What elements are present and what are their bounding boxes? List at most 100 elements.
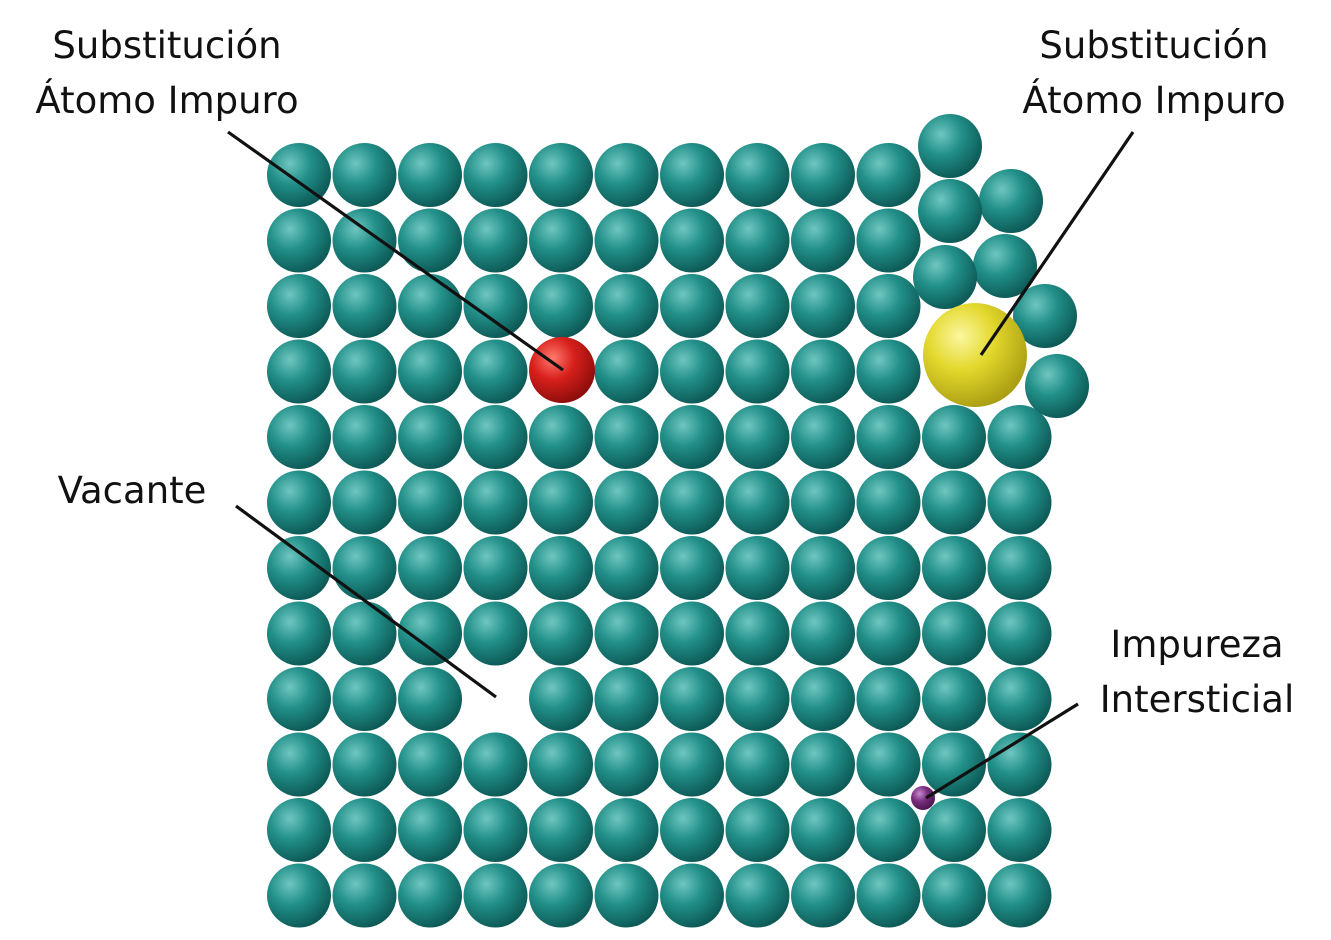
- host-atom: [529, 536, 593, 600]
- large-substitution-atom: [923, 303, 1027, 407]
- host-atom: [463, 339, 528, 404]
- host-atom: [725, 601, 790, 666]
- host-atom: [332, 339, 397, 404]
- host-atom: [594, 339, 659, 404]
- host-atom: [1025, 354, 1089, 418]
- leader-line-interstitial: [925, 702, 1079, 800]
- host-atom: [529, 208, 593, 273]
- host-atom: [332, 143, 397, 207]
- host-atom: [725, 536, 790, 600]
- host-atom: [332, 667, 397, 731]
- host-atom: [332, 405, 397, 469]
- label-large-substitution-line1: Substitución: [1039, 24, 1268, 67]
- host-atom: [856, 732, 921, 797]
- host-atom: [398, 798, 462, 862]
- host-atom: [791, 798, 855, 862]
- host-atom: [398, 470, 462, 535]
- interstitial-impurity-atom: [911, 786, 935, 810]
- host-atom: [398, 601, 462, 666]
- host-atom: [856, 143, 921, 207]
- host-atom: [725, 863, 790, 928]
- label-large-substitution-line2: Átomo Impuro: [1022, 78, 1285, 122]
- host-atom: [267, 667, 331, 731]
- label-small-substitution-line2: Átomo Impuro: [35, 78, 298, 122]
- host-atom: [267, 405, 331, 469]
- host-atom: [332, 274, 397, 338]
- host-atom: [463, 798, 528, 862]
- leader-line-vacancy: [235, 504, 497, 699]
- host-atom: [987, 798, 1052, 862]
- host-atom: [529, 667, 593, 731]
- leader-line-small-substitution: [227, 130, 564, 372]
- host-atom: [463, 405, 528, 469]
- host-atom: [660, 405, 724, 469]
- host-atom: [529, 863, 593, 928]
- host-atom: [594, 274, 659, 338]
- host-atom: [856, 470, 921, 535]
- host-atom: [856, 798, 921, 862]
- host-atom: [463, 470, 528, 535]
- host-atom: [267, 339, 331, 404]
- host-atom: [922, 601, 986, 666]
- host-atom: [791, 601, 855, 666]
- label-small-substitution-line1: Substitución: [52, 24, 281, 67]
- host-atom: [267, 143, 331, 207]
- host-atom: [267, 601, 331, 666]
- host-atom: [913, 245, 977, 309]
- host-atom: [332, 470, 397, 535]
- host-atom: [332, 208, 397, 273]
- host-atom: [398, 732, 462, 797]
- host-atom: [791, 274, 855, 338]
- host-atom: [332, 798, 397, 862]
- host-atom: [922, 798, 986, 862]
- host-atom: [660, 208, 724, 273]
- host-atom: [791, 732, 855, 797]
- host-atom: [918, 179, 982, 243]
- host-atom: [987, 536, 1052, 600]
- host-atom: [660, 143, 724, 207]
- host-atom: [922, 732, 986, 797]
- host-atom: [660, 274, 724, 338]
- host-atom: [918, 114, 982, 178]
- host-atom: [660, 798, 724, 862]
- host-atom: [594, 667, 659, 731]
- host-atom: [463, 274, 528, 338]
- host-atom: [856, 601, 921, 666]
- host-atom: [856, 863, 921, 928]
- host-atom: [398, 143, 462, 207]
- host-atom: [791, 143, 855, 207]
- host-atom: [463, 143, 528, 207]
- leader-line-large-substitution: [979, 131, 1135, 356]
- host-atom: [529, 143, 593, 207]
- host-atom: [398, 667, 462, 731]
- host-atom: [922, 470, 986, 535]
- host-atom: [987, 863, 1052, 928]
- host-atom: [856, 274, 921, 338]
- leader-lines: [227, 130, 1135, 800]
- host-atom: [791, 208, 855, 273]
- host-atom: [725, 208, 790, 273]
- host-atom: [529, 470, 593, 535]
- host-atom: [529, 601, 593, 666]
- host-atom: [725, 732, 790, 797]
- host-atom: [594, 470, 659, 535]
- host-atom: [725, 667, 790, 731]
- host-atom: [463, 732, 528, 797]
- host-atom: [594, 143, 659, 207]
- lattice-atoms: [267, 114, 1089, 928]
- host-atom: [594, 798, 659, 862]
- host-atom: [332, 536, 397, 600]
- host-atom: [267, 274, 331, 338]
- label-vacancy: Vacante: [58, 469, 207, 512]
- host-atom: [529, 798, 593, 862]
- host-atom: [529, 274, 593, 338]
- host-atom: [856, 339, 921, 404]
- label-interstitial-line2: Intersticial: [1100, 678, 1295, 721]
- host-atom: [267, 863, 331, 928]
- label-interstitial-line1: Impureza: [1110, 623, 1283, 666]
- host-atom: [267, 536, 331, 600]
- host-atom: [791, 667, 855, 731]
- host-atom: [594, 536, 659, 600]
- host-atom: [594, 732, 659, 797]
- host-atom: [791, 863, 855, 928]
